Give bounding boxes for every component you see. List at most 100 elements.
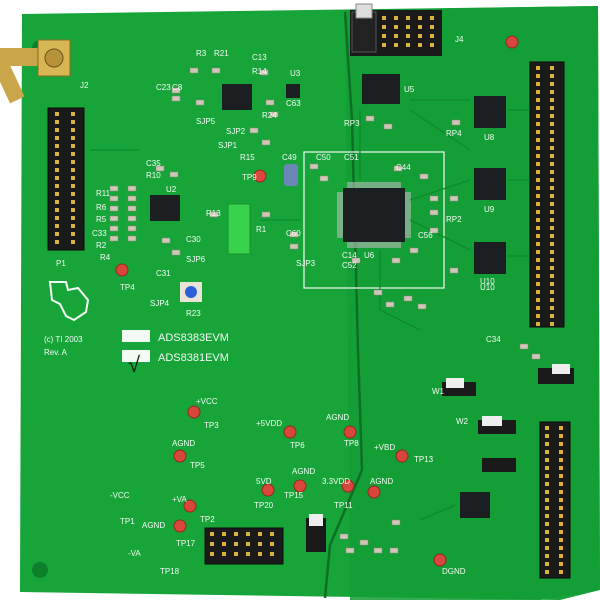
ground-split-line xyxy=(323,11,364,599)
smd-component xyxy=(319,175,329,182)
header-pin xyxy=(536,66,540,70)
label-j2: J2 xyxy=(80,81,89,90)
header-pin xyxy=(536,290,540,294)
silk-label-c33: C33 xyxy=(92,229,107,238)
header-pin xyxy=(550,202,554,206)
header-pin xyxy=(55,152,59,156)
header-pin xyxy=(536,250,540,254)
test-point xyxy=(505,35,519,49)
silk-label-dgnd: DGND xyxy=(442,567,466,576)
header-pin xyxy=(550,322,554,326)
header-p1 xyxy=(47,107,85,251)
header-pin xyxy=(559,434,563,438)
label-u5: U5 xyxy=(404,85,415,94)
header-pin xyxy=(258,552,262,556)
header-pin xyxy=(545,538,549,542)
header-pin xyxy=(430,34,434,38)
header-pin xyxy=(559,498,563,502)
smd-component xyxy=(161,237,171,244)
header-pin xyxy=(71,176,75,180)
ic-u9 xyxy=(474,168,506,200)
header-right-lower xyxy=(539,421,571,579)
header-pin xyxy=(559,530,563,534)
silk-label-w2: W2 xyxy=(456,417,469,426)
header-pin xyxy=(559,522,563,526)
silk-label-w1: W1 xyxy=(432,387,445,396)
test-point xyxy=(115,263,129,277)
header-pin xyxy=(536,82,540,86)
silk-label-r3: R3 xyxy=(196,49,207,58)
silk-label-c23: C23 xyxy=(156,83,171,92)
silk-label-c8: C8 xyxy=(172,83,183,92)
header-right-long xyxy=(529,61,565,328)
header-pin xyxy=(536,130,540,134)
smd-component xyxy=(249,127,259,134)
header-pin xyxy=(418,34,422,38)
header-pin xyxy=(550,74,554,78)
smd-component xyxy=(171,95,181,102)
test-point xyxy=(253,169,267,183)
header-pin xyxy=(382,43,386,47)
header-pin xyxy=(545,458,549,462)
smd-component xyxy=(109,185,119,192)
header-pin xyxy=(550,266,554,270)
smd-component xyxy=(393,165,403,172)
silk-label-sjp2: SJP2 xyxy=(226,127,246,136)
smd-component xyxy=(385,301,395,308)
header-pin xyxy=(536,242,540,246)
ic-u8 xyxy=(474,96,506,128)
test-point xyxy=(343,425,357,439)
header-pin xyxy=(550,186,554,190)
header-pin xyxy=(71,184,75,188)
smd-component xyxy=(419,173,429,180)
header-pin xyxy=(406,43,410,47)
header-pin xyxy=(430,43,434,47)
header-pin xyxy=(545,506,549,510)
header-pin xyxy=(246,552,250,556)
header-pin xyxy=(550,258,554,262)
silk-label-vd5: 5VD xyxy=(256,477,272,486)
ic-main-adc xyxy=(337,182,411,248)
header-pin xyxy=(545,474,549,478)
header-pin xyxy=(559,506,563,510)
header-pin xyxy=(71,168,75,172)
mounting-hole xyxy=(32,562,48,578)
test-point xyxy=(173,519,187,533)
header-pin xyxy=(536,282,540,286)
test-point xyxy=(433,553,447,567)
header-pin xyxy=(559,482,563,486)
header-pin xyxy=(536,210,540,214)
silk-label-r13: R13 xyxy=(206,209,221,218)
header-pin xyxy=(71,208,75,212)
header-pin xyxy=(234,552,238,556)
smd-component xyxy=(409,247,419,254)
smd-component xyxy=(155,165,165,172)
header-pin xyxy=(550,194,554,198)
header-pin xyxy=(55,136,59,140)
header-pin xyxy=(536,98,540,102)
header-pin xyxy=(559,562,563,566)
header-pin xyxy=(550,66,554,70)
ic-u2 xyxy=(150,195,180,221)
jumper-w2 xyxy=(478,416,516,434)
label-u2: U2 xyxy=(166,185,177,194)
header-pin xyxy=(246,532,250,536)
header-pin xyxy=(550,122,554,126)
header-pin xyxy=(536,138,540,142)
silk-label-agnd-4: AGND xyxy=(292,467,315,476)
smd-component xyxy=(359,539,369,546)
header-pin xyxy=(234,542,238,546)
smd-component xyxy=(109,195,119,202)
silk-label-c44: C44 xyxy=(396,163,411,172)
check-mark: √ xyxy=(128,352,141,377)
header-pin xyxy=(394,43,398,47)
header-pin xyxy=(430,25,434,29)
header-pin xyxy=(545,498,549,502)
smd-component xyxy=(289,231,299,238)
header-pin xyxy=(71,240,75,244)
header-pin xyxy=(536,194,540,198)
header-pin xyxy=(210,552,214,556)
header-pin xyxy=(536,114,540,118)
smd-component xyxy=(127,225,137,232)
smd-component xyxy=(373,289,383,296)
